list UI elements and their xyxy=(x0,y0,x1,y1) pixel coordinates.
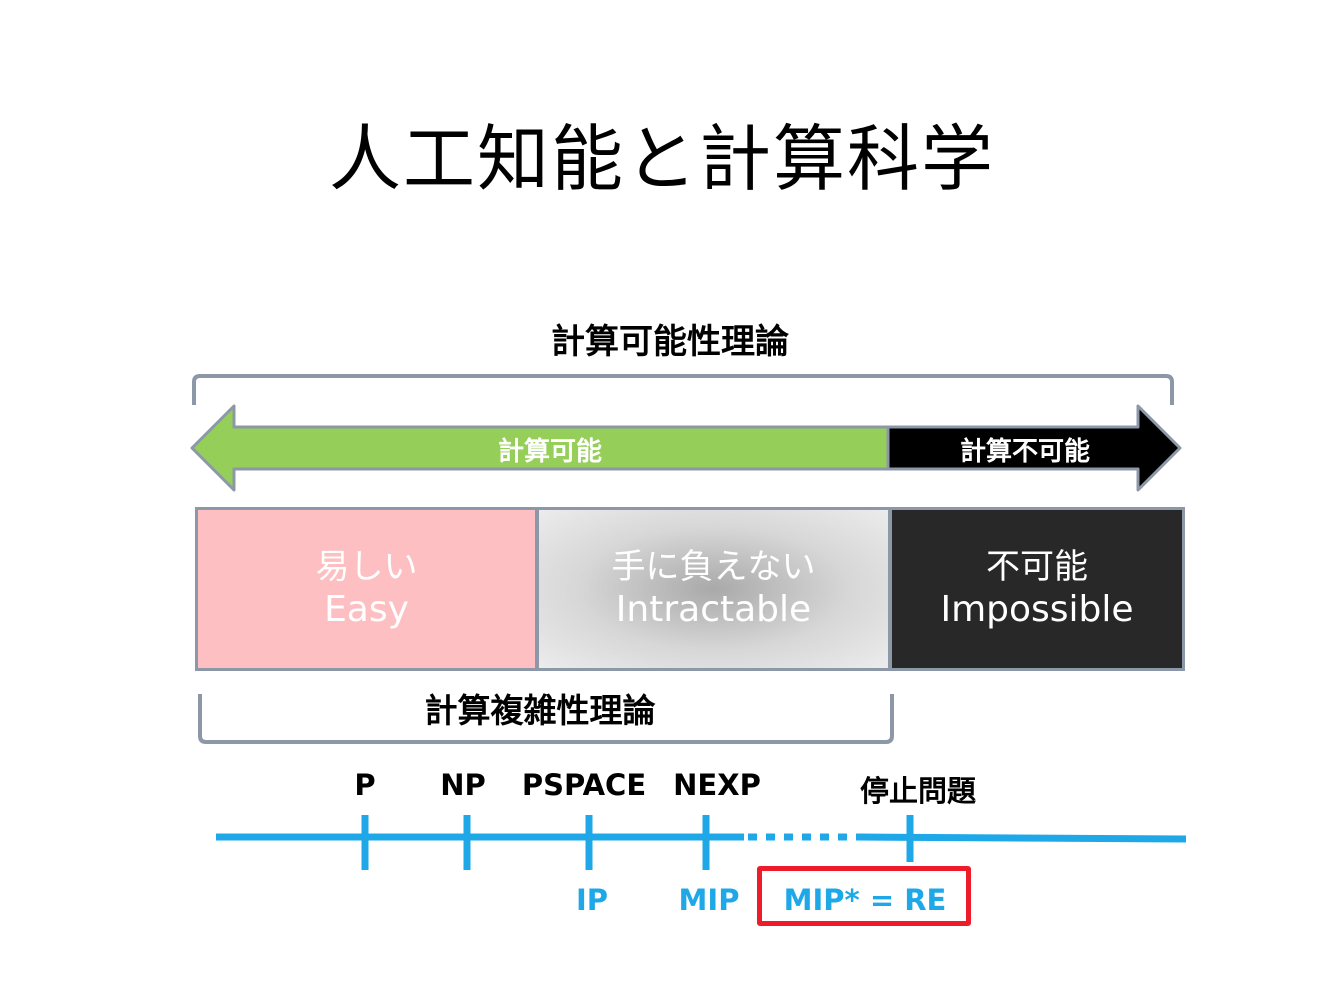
class-mip-star-re: MIP* = RE xyxy=(783,883,947,917)
computability-theory-label: 計算可能性理論 xyxy=(551,322,789,362)
page-title: 人工知能と計算科学 xyxy=(328,117,995,201)
impossible-ja-label: 不可能 xyxy=(986,547,1088,587)
class-nexp: NEXP xyxy=(673,768,761,802)
intractable-box: 手に負えない Intractable xyxy=(536,507,891,671)
class-ip: IP xyxy=(575,883,609,917)
class-pspace: PSPACE xyxy=(521,768,647,802)
easy-box: 易しい Easy xyxy=(195,507,538,671)
impossible-en-label: Impossible xyxy=(940,589,1134,630)
class-p: P xyxy=(354,768,376,802)
intractable-en-label: Intractable xyxy=(615,589,812,630)
easy-ja-label: 易しい xyxy=(315,547,418,587)
computable-label: 計算可能 xyxy=(497,437,602,467)
complexity-theory-label: 計算複雑性理論 xyxy=(424,691,656,730)
impossible-box: 不可能 Impossible xyxy=(889,507,1185,671)
uncomputable-label: 計算不可能 xyxy=(959,437,1090,467)
class-np: NP xyxy=(440,768,486,802)
complexity-bracket xyxy=(198,694,894,744)
computability-bracket xyxy=(192,374,1174,405)
class-mip: MIP xyxy=(678,883,740,917)
class-halting-problem: 停止問題 xyxy=(859,774,977,808)
easy-en-label: Easy xyxy=(324,589,409,630)
mip-star-highlight-box xyxy=(757,866,971,926)
computable-arrow xyxy=(190,404,890,492)
uncomputable-arrow xyxy=(886,404,1182,492)
intractable-ja-label: 手に負えない xyxy=(611,547,816,587)
